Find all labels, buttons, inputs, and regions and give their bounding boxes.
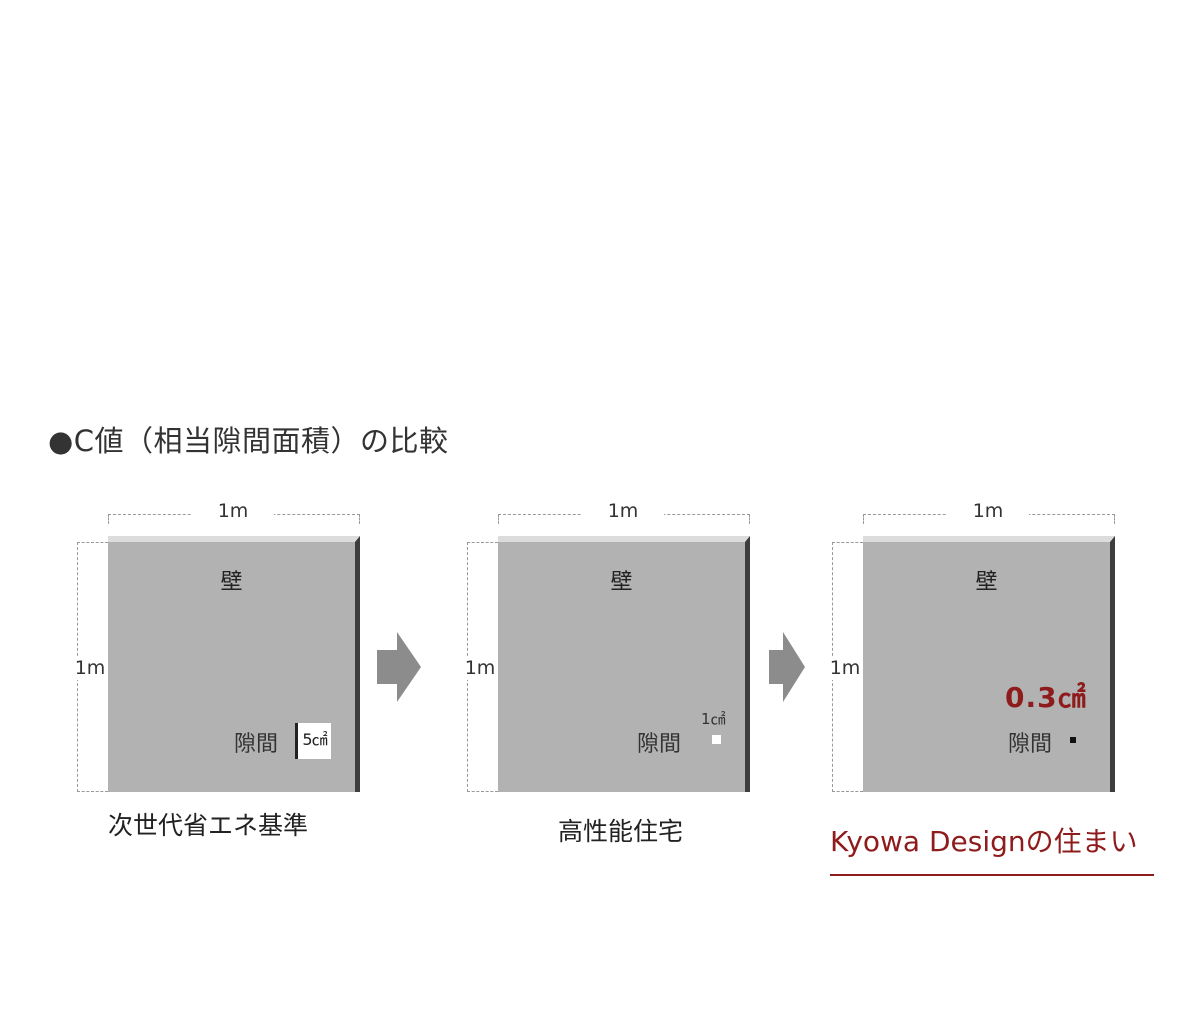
width-label: 1m [582, 500, 664, 522]
panel-caption: 高性能住宅 [558, 817, 684, 846]
wall-label: 壁 [610, 570, 633, 595]
panel-caption: 次世代省エネ基準 [108, 811, 309, 840]
wall-label: 壁 [220, 570, 243, 595]
gap-value-box: 5㎠ [295, 723, 331, 759]
comparison-panel-standard: 1m 1m 壁 隙間 5㎠ 次世代省エネ基準 [59, 500, 407, 860]
panel-caption-highlight: Kyowa Designの住まい [830, 820, 1154, 876]
gap-square [1070, 737, 1076, 743]
wall-label: 壁 [975, 570, 998, 595]
gap-label: 隙間 [637, 732, 682, 757]
gap-square [712, 735, 721, 744]
gap-value-highlight: 0.3㎠ [1005, 681, 1087, 714]
width-label: 1m [947, 500, 1029, 522]
wall-square: 壁 1㎠ 隙間 [498, 536, 750, 792]
page-title: ●C値（相当隙間面積）の比較 [48, 424, 449, 458]
gap-label: 隙間 [1008, 732, 1053, 757]
right-arrow-icon [377, 632, 421, 702]
comparison-panel-high-performance: 1m 1m 壁 1㎠ 隙間 高性能住宅 [449, 500, 797, 860]
comparison-panel-kyowa-design: 1m 1m 壁 0.3㎠ 隙間 Kyowa Designの住まい [814, 500, 1162, 876]
gap-label: 隙間 [234, 732, 279, 757]
wall-square: 壁 隙間 5㎠ [108, 536, 360, 792]
wall-square: 壁 0.3㎠ 隙間 [863, 536, 1115, 792]
width-label: 1m [192, 500, 274, 522]
gap-value-label: 1㎠ [701, 710, 726, 728]
right-arrow-icon [769, 632, 805, 702]
